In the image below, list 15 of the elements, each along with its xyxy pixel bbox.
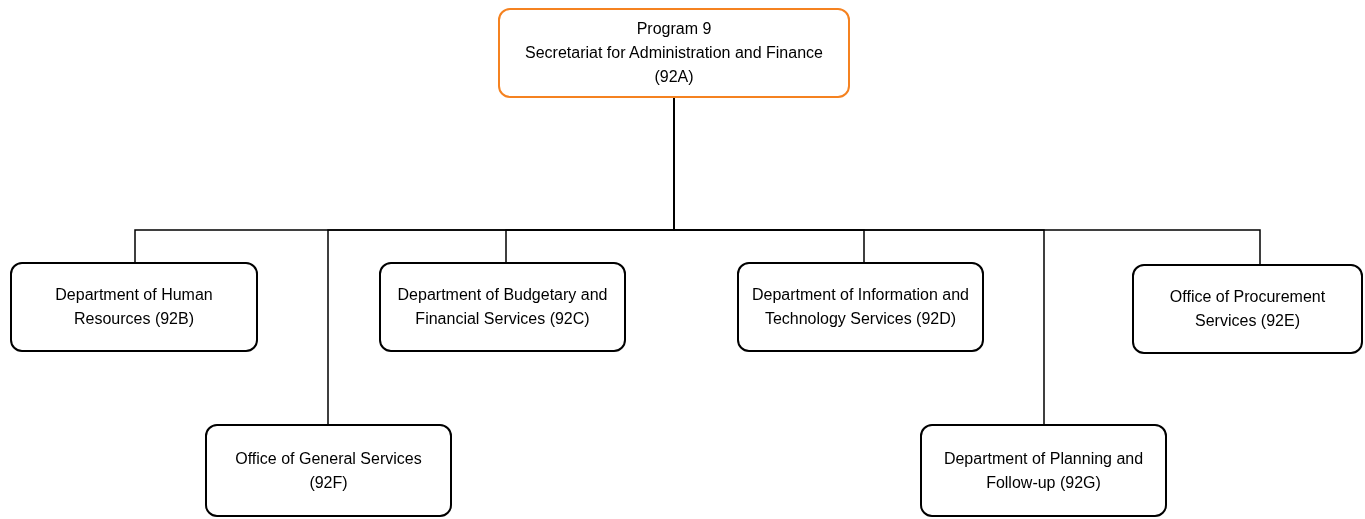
unit-name: Office of Procurement Services (92E) — [1168, 287, 1327, 331]
unit-name: Department of Information and Technology Services (92D) — [751, 285, 970, 329]
department-box — [1132, 264, 1363, 354]
department-box — [205, 424, 452, 517]
program-box — [498, 8, 850, 98]
unit-name: Office of General Services (92F) — [234, 448, 423, 493]
unit-name: Department of Human Resources (92B) — [54, 285, 214, 329]
department-box — [10, 262, 258, 352]
unit-name: Department of Budgetary and Financial Services (92C) — [396, 285, 609, 329]
department-box — [379, 262, 626, 352]
unit-name: Secretariat for Administration and Finance (92A) — [524, 43, 824, 87]
program-title: Program 9 — [636, 19, 712, 39]
department-box — [920, 424, 1167, 517]
unit-name: Department of Planning and Follow-up (92G) — [943, 448, 1144, 493]
department-box — [737, 262, 984, 352]
